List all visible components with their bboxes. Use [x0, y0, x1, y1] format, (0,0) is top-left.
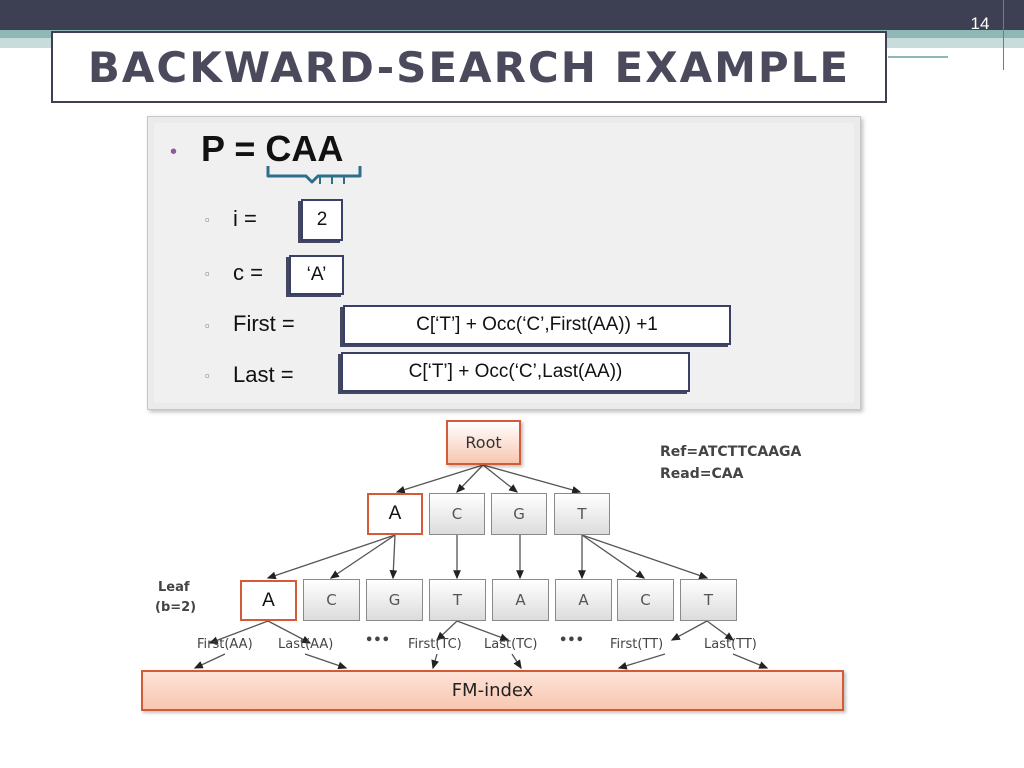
fm-index-box: FM-index	[141, 670, 844, 711]
read-label: Read=CAA	[660, 466, 744, 482]
ellipsis: •••	[365, 633, 390, 648]
first-aa-label: First(AA)	[197, 637, 253, 652]
i-value-box: 2	[301, 199, 343, 241]
bullet-icon: •	[170, 141, 178, 163]
leaf-node: T	[680, 579, 737, 621]
page-number-divider	[1003, 0, 1004, 70]
ref-label: Ref=ATCTTCAAGA	[660, 444, 802, 460]
leaf-node: C	[303, 579, 360, 621]
first-tt-label: First(TT)	[610, 637, 664, 652]
first-label: First =	[233, 311, 295, 336]
leaf-node: A	[492, 579, 549, 621]
leaf-b-label: (b=2)	[155, 600, 197, 615]
leaf-label: Leaf	[158, 580, 190, 595]
c-label: c =	[233, 260, 263, 285]
level1-node-t: T	[554, 493, 610, 535]
page-number: 14	[970, 14, 990, 33]
title-box: BACKWARD-SEARCH EXAMPLE	[51, 31, 887, 103]
top-banner	[0, 0, 1024, 30]
leaf-node: A	[240, 580, 297, 621]
leaf-node: T	[429, 579, 486, 621]
brace-icon	[266, 166, 362, 184]
slide-title: BACKWARD-SEARCH EXAMPLE	[87, 43, 851, 92]
sub-bullet-icon: ▫	[205, 368, 210, 383]
last-aa-label: Last(AA)	[278, 637, 334, 652]
ellipsis: •••	[559, 633, 584, 648]
leaf-node: G	[366, 579, 423, 621]
i-label: i =	[233, 206, 257, 231]
leaf-node: C	[617, 579, 674, 621]
last-tt-label: Last(TT)	[704, 637, 757, 652]
level1-node-g: G	[491, 493, 547, 535]
first-value-box: C[‘T’] + Occ(‘C’,First(AA)) +1	[343, 305, 731, 345]
sub-bullet-icon: ▫	[205, 318, 210, 333]
sub-bullet-icon: ▫	[205, 266, 210, 281]
level1-node-a: A	[367, 493, 423, 535]
last-tc-label: Last(TC)	[484, 637, 538, 652]
leaf-node: A	[555, 579, 612, 621]
decorative-stripe	[888, 56, 948, 58]
c-value-box: ‘A’	[289, 255, 344, 295]
pattern-label: P = CAA	[201, 128, 344, 169]
last-value-box: C[‘T’] + Occ(‘C’,Last(AA))	[341, 352, 690, 392]
sub-bullet-icon: ▫	[205, 212, 210, 227]
first-tc-label: First(TC)	[408, 637, 462, 652]
root-node: Root	[446, 420, 521, 465]
level1-node-c: C	[429, 493, 485, 535]
content-panel	[147, 116, 861, 410]
last-label: Last =	[233, 362, 294, 387]
